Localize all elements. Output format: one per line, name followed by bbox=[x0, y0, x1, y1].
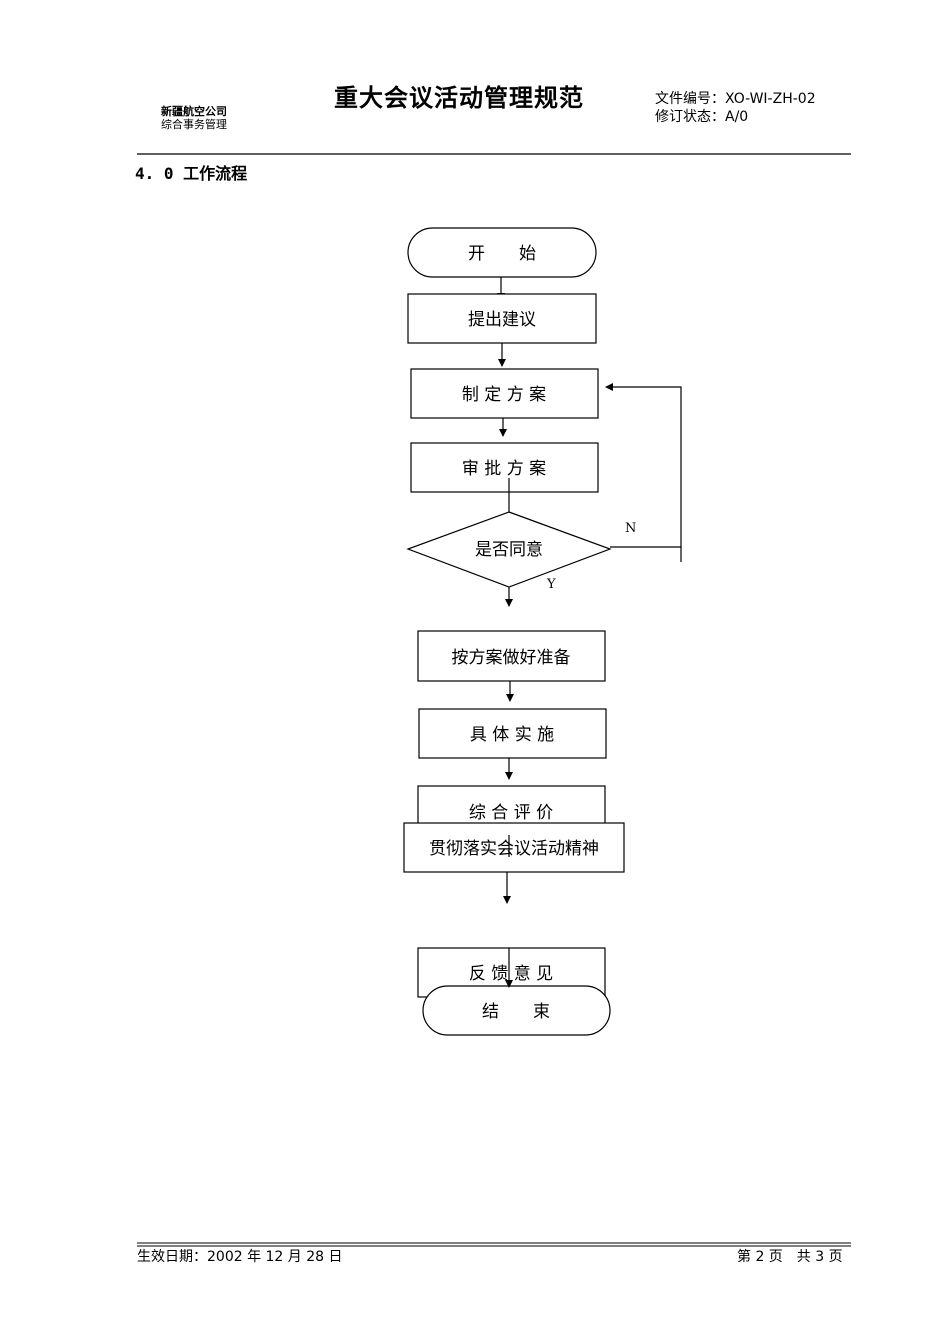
propose-box bbox=[407, 293, 597, 344]
carry-out-label: 贯彻落实会议活动精神 bbox=[429, 839, 599, 859]
draft-plan-label: 制 定 方 案 bbox=[462, 385, 546, 405]
evaluate-label: 综 合 评 价 bbox=[469, 803, 553, 823]
feedback-label: 反 馈 意 见 bbox=[469, 964, 553, 984]
draft-plan-box bbox=[410, 368, 599, 419]
propose-label: 提出建议 bbox=[468, 310, 536, 330]
arrow-no-loop bbox=[605, 383, 682, 548]
decision-label: 是否同意 bbox=[475, 540, 543, 560]
end-terminator bbox=[422, 985, 611, 1036]
prepare-box bbox=[417, 630, 606, 682]
effective-date: 生效日期：2002 年 12 月 28 日 bbox=[137, 1249, 343, 1265]
end-label: 结 束 bbox=[482, 1002, 550, 1022]
review-plan-box bbox=[410, 442, 599, 493]
department-name: 综合事务管理 bbox=[161, 118, 227, 131]
implement-box bbox=[418, 708, 607, 759]
review-plan-label: 审 批 方 案 bbox=[462, 459, 546, 479]
start-terminator bbox=[407, 227, 597, 278]
start-label: 开 始 bbox=[468, 244, 536, 264]
page-number: 第 2 页 共 3 页 bbox=[737, 1249, 843, 1265]
document-number: 文件编号：XO-WI-ZH-02 bbox=[655, 91, 816, 107]
no-label: N bbox=[625, 521, 636, 536]
section-title: 4. 0 工作流程 bbox=[135, 164, 248, 183]
company-name: 新疆航空公司 bbox=[161, 105, 227, 118]
yes-label: Y bbox=[546, 577, 556, 592]
prepare-label: 按方案做好准备 bbox=[452, 648, 571, 668]
carry-out-box bbox=[403, 822, 625, 873]
revision-status: 修订状态：A/0 bbox=[655, 109, 749, 125]
document-title: 重大会议活动管理规范 bbox=[334, 84, 584, 112]
implement-label: 具 体 实 施 bbox=[470, 725, 554, 745]
